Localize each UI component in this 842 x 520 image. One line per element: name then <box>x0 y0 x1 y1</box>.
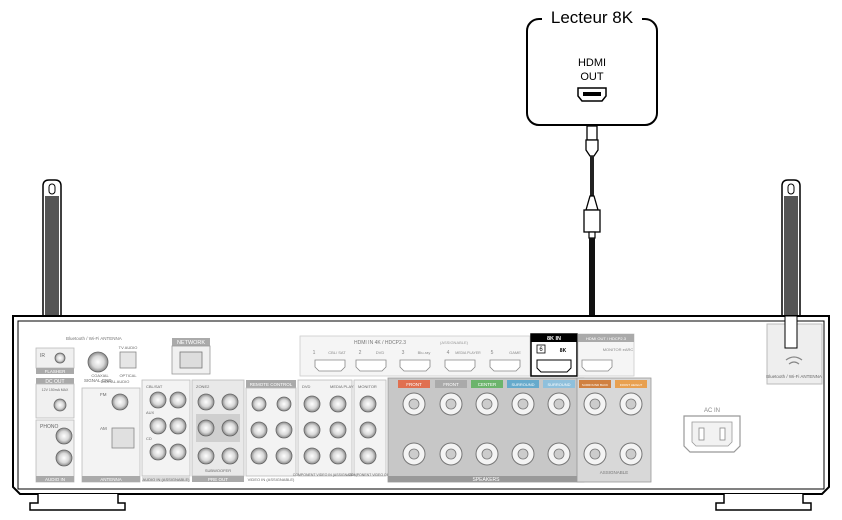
source-device: Lecteur 8K HDMI OUT <box>526 8 658 126</box>
rca-jacks <box>149 391 187 461</box>
cd-label: CD <box>146 436 152 441</box>
hdmi-in-2-port <box>355 359 387 372</box>
hdmi-in-1-name: CBL/ SAT <box>328 350 346 355</box>
hdmi-in-2-num: 2 <box>359 350 362 356</box>
speaker-group-label: FRONT <box>443 382 459 387</box>
audio-in-assignable-label: AUDIO IN (ASSIGNABLE) <box>143 477 191 482</box>
hdmi-port-icon <box>577 87 607 102</box>
speaker-group-front-l <box>398 380 430 388</box>
coaxial-label: COAXIAL <box>91 373 109 378</box>
speaker-group-label: SURROUND <box>547 382 570 387</box>
hdmi-out-header: HDMI OUT / HDCP2.3 <box>586 336 627 341</box>
component-video-out-section: MONITOR COMPONENT VIDEO OUT <box>349 379 393 477</box>
audio-in-label: AUDIO IN <box>45 477 65 482</box>
hdmi-out-port <box>581 359 613 372</box>
hdmi-out-label-line2: OUT <box>580 71 604 83</box>
pre-out-section: ZONE2 SUBWOOFER PRE OUT <box>191 379 245 482</box>
speaker-group-label: SURROUND BACK <box>582 383 608 387</box>
speaker-group-label: FRONT HEIGHT <box>620 383 643 387</box>
eight-k-in-port <box>536 359 572 373</box>
speaker-group-label: CENTER <box>478 382 497 387</box>
hdmi-in-3-num: 3 <box>402 350 405 356</box>
ac-in-label: AC IN <box>704 408 720 414</box>
ac-in-section: AC IN <box>683 408 741 453</box>
aux-label: AUX <box>146 410 155 415</box>
remote-control-section: REMOTE CONTROL IN OUT VIDEO IN (ASSIGNAB… <box>245 380 297 482</box>
pre-out-label: PRE OUT <box>208 477 228 482</box>
fm-label: FM <box>100 392 107 397</box>
hdmi-in-4-name: MEDIA PLAYER <box>455 351 481 355</box>
network-label: NETWORK <box>177 340 205 346</box>
speaker-terminals <box>402 392 571 466</box>
hdmi-in-4-port <box>444 359 476 372</box>
hdmi-in-1-port <box>314 359 346 372</box>
monitor-label: MONITOR <box>358 384 377 389</box>
hdmi-in-5-port <box>489 359 521 372</box>
zone2-label: ZONE2 <box>196 384 210 389</box>
monitor-earc-label: MONITOR eARC <box>603 347 634 352</box>
speaker-group-label: FRONT <box>406 382 422 387</box>
hdmi-cable <box>547 125 601 371</box>
digital-audio-label: DIGITAL AUDIO <box>101 379 130 384</box>
optical-label: OPTICAL <box>119 373 137 378</box>
network-section: NETWORK <box>171 338 211 375</box>
speaker-group-front-r <box>435 380 467 388</box>
antenna-label: ANTENNA <box>100 477 122 482</box>
speakers-label: SPEAKERS <box>473 477 501 483</box>
component-video-in-section: DVD MEDIA PLAYER COMPONENT VIDEO IN (ASS… <box>293 379 359 477</box>
right-antenna <box>781 179 801 319</box>
hdmi-out-label-line1: HDMI <box>578 57 606 69</box>
component-video-in-label: COMPONENT VIDEO IN (ASSIGNABLE) <box>293 473 358 477</box>
digital-audio-section: TV AUDIO COAXIAL OPTICAL DIGITAL AUDIO <box>87 345 138 384</box>
hdmi-in-section: HDMI IN 4K / HDCP2.3 (ASSIGNABLE) 1 CBL/… <box>299 335 531 377</box>
hdmi-in-5-num: 5 <box>491 350 494 356</box>
speaker-group-surround-l <box>507 380 539 388</box>
am-label: AM <box>100 426 107 431</box>
eight-k-in-section: 8K IN 6 8K <box>530 333 578 377</box>
hdmi-in-4-num: 4 <box>447 350 450 356</box>
antenna-section: FM AM ANTENNA <box>81 387 141 483</box>
phono-section: PHONO AUDIO IN <box>35 419 75 483</box>
hdmi-assignable-label: (ASSIGNABLE) <box>440 340 469 345</box>
eight-k-in-num: 6 <box>539 347 543 353</box>
hdmi-in-5-name: GAME <box>509 350 521 355</box>
remote-control-label: REMOTE CONTROL <box>250 382 293 387</box>
bt-wifi-left-label: Bluetooth / Wi-Fi ANTENNA <box>66 336 122 341</box>
phono-label: PHONO <box>40 424 58 430</box>
dc-out-label: DC OUT <box>45 379 64 385</box>
dc-out-spec: 12V 150mA MAX <box>42 388 69 392</box>
hdmi-in-3-name: Blu-ray <box>418 350 431 355</box>
subwoofer-label: SUBWOOFER <box>205 468 231 473</box>
dc-out-section: DC OUT 12V 150mA MAX <box>35 378 75 419</box>
flasher-section: IR FLASHER <box>35 347 75 374</box>
source-device-title: Lecteur 8K <box>551 8 634 27</box>
right-antenna-mount: Bluetooth / Wi-Fi ANTENNA <box>766 315 823 385</box>
speaker-group-center <box>471 380 503 388</box>
audio-in-assignable-section: CBL/SAT AUX CD AUDIO IN (ASSIGNABLE) <box>141 379 191 482</box>
hdmi-in-3-port <box>399 359 431 372</box>
signal-gnd-label: SIGNAL GND <box>84 378 112 383</box>
tv-audio-label: TV AUDIO <box>119 345 138 350</box>
hdmi-in-2-name: DVD <box>376 350 385 355</box>
hdmi-in-1-num: 1 <box>313 350 316 356</box>
speaker-group-surround-r <box>543 380 575 388</box>
assignable-label: ASSIGNABLE <box>600 470 629 475</box>
speakers-section: SPEAKERS FRONT FRONT CENTER SURROUND SUR… <box>387 377 585 483</box>
hdmi-in-header: HDMI IN 4K / HDCP2.3 <box>354 340 406 346</box>
cbl-sat-label: CBL/SAT <box>146 384 163 389</box>
component-video-out-label: COMPONENT VIDEO OUT <box>349 473 393 477</box>
speaker-group-label: SURROUND <box>511 382 534 387</box>
flasher-label: FLASHER <box>45 369 67 374</box>
bt-wifi-right-label: Bluetooth / Wi-Fi ANTENNA <box>766 374 822 379</box>
eight-k-in-label: 8K IN <box>547 336 561 342</box>
dvd-label: DVD <box>302 384 311 389</box>
video-in-assignable-label: VIDEO IN (ASSIGNABLE) <box>248 477 295 482</box>
title-backing <box>542 8 642 28</box>
assignable-speakers-section: SURROUND BACK FRONT HEIGHT ASSIGNABLE <box>576 377 652 483</box>
ir-label: IR <box>40 353 45 359</box>
media-player-label: MEDIA PLAYER <box>330 384 359 389</box>
hdmi-out-section: HDMI OUT / HDCP2.3 MONITOR eARC <box>577 333 635 377</box>
eight-k-in-name: 8K <box>560 348 567 354</box>
